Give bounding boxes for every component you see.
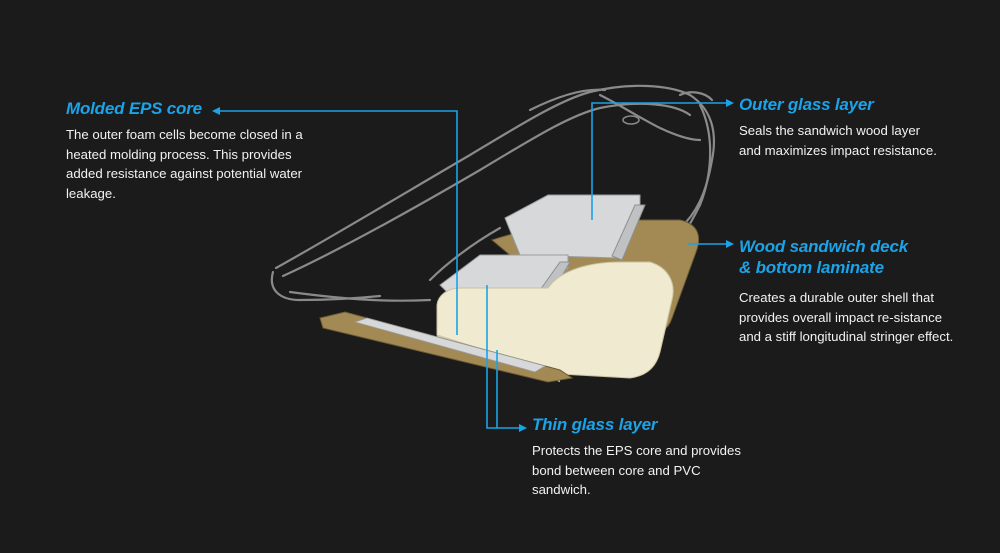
callout-title: Molded EPS core	[66, 99, 202, 118]
callout-outer-glass-layer: Outer glass layer Seals the sandwich woo…	[739, 94, 939, 160]
outer-glass-leader-line	[591, 99, 734, 220]
thin-glass-leader-line	[486, 285, 527, 432]
fin-plug-icon	[622, 115, 640, 125]
callout-body: Seals the sandwich wood layer and maximi…	[739, 123, 937, 158]
callout-thin-glass-layer: Thin glass layer Protects the EPS core a…	[532, 414, 752, 500]
callout-wood-sandwich-deck: Wood sandwich deck & bottom laminate Cre…	[739, 236, 959, 347]
callout-title: Thin glass layer	[532, 415, 658, 434]
callout-title-line-1: Wood sandwich deck	[739, 237, 908, 256]
callout-body: Creates a durable outer shell that provi…	[739, 290, 954, 344]
callout-molded-eps-core: Molded EPS core The outer foam cells bec…	[66, 98, 306, 203]
eps-foam-core	[436, 261, 674, 379]
callout-title: Outer glass layer	[739, 95, 874, 114]
callout-body: The outer foam cells become closed in a …	[66, 127, 303, 201]
callout-title-line-2: & bottom laminate	[739, 258, 884, 277]
eps-leader-line	[212, 107, 458, 335]
callout-body: Protects the EPS core and provides bond …	[532, 443, 741, 497]
